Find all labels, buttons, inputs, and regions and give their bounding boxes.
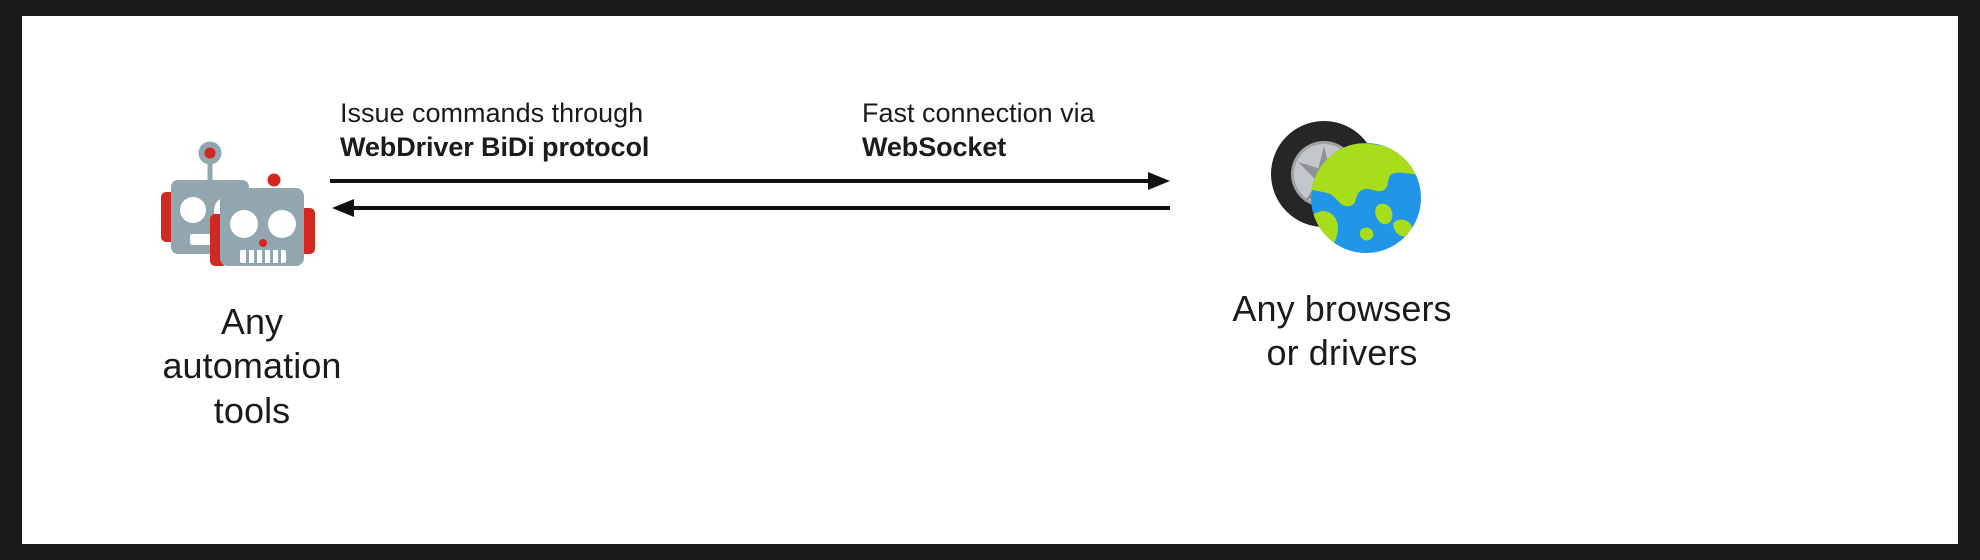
annotation-commands-line-bold: WebDriver BiDi protocol — [340, 132, 650, 163]
annotation-commands: Issue commands through WebDriver BiDi pr… — [340, 96, 649, 164]
globe-earth-icon — [1311, 143, 1421, 253]
annotation-transport-line-regular: Fast connection via — [862, 98, 1095, 128]
diagram-canvas: Any automation tools Issue commands thro… — [22, 16, 1958, 544]
node-browsers-label: Any browsers or drivers — [1162, 287, 1522, 376]
arrow-forward-to-browsers — [330, 172, 1170, 190]
node-browsers-label-line2: or drivers — [1266, 332, 1418, 374]
annotation-transport: Fast connection via WebSocket — [862, 96, 1095, 164]
node-automation-label-line3: tools — [213, 389, 291, 431]
node-automation-label-line2: automation — [162, 345, 342, 387]
robot-icon — [152, 136, 352, 286]
browser-drivers-icon-group — [1242, 112, 1442, 277]
annotation-commands-line-regular: Issue commands through — [340, 98, 644, 128]
annotation-transport-line-bold: WebSocket — [862, 132, 1007, 163]
node-automation-tools: Any automation tools — [102, 136, 402, 433]
node-browsers-drivers: Any browsers or drivers — [1162, 112, 1522, 376]
node-automation-label-line1: Any — [220, 301, 284, 342]
node-browsers-label-line1: Any browsers — [1232, 288, 1452, 329]
node-automation-label: Any automation tools — [102, 300, 402, 433]
arrow-reverse-to-automation — [332, 199, 1170, 217]
